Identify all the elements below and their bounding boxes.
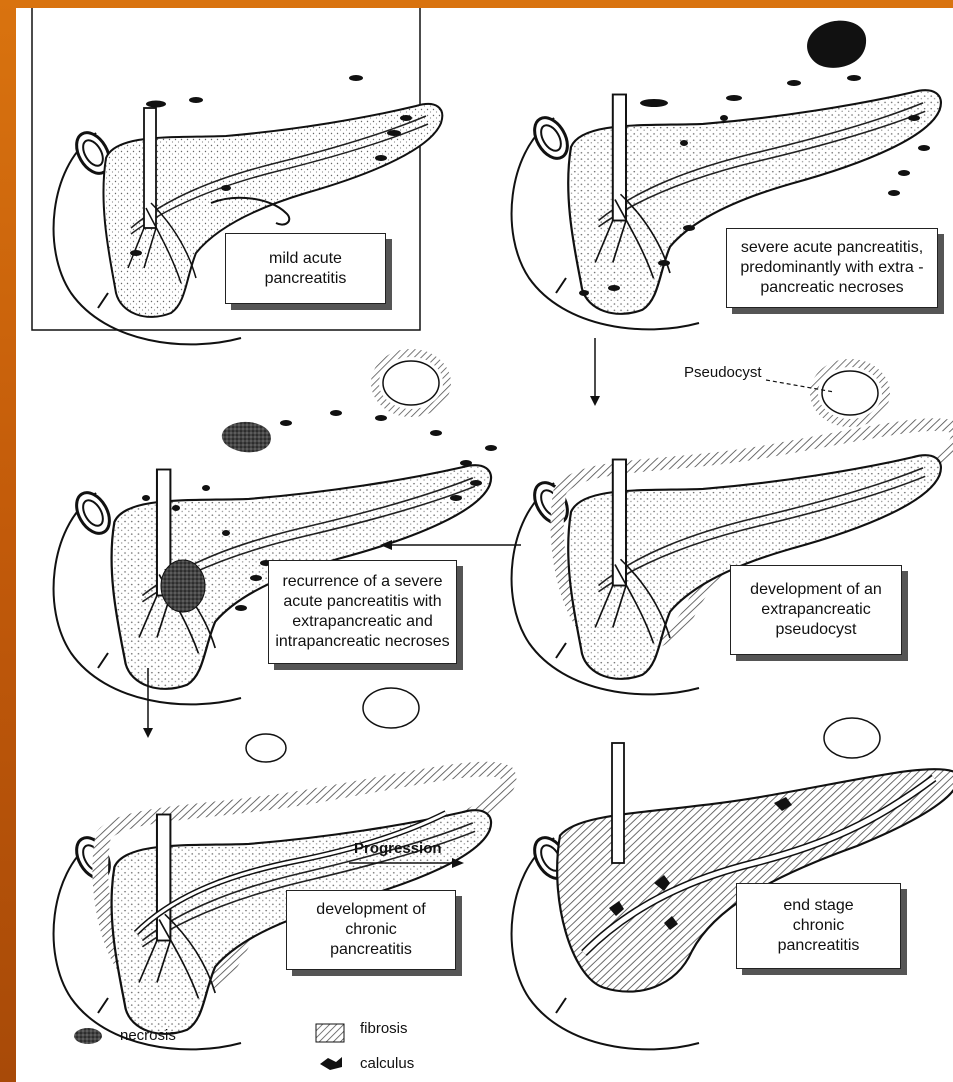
label-pseudocyst-dev-text: development of an extrapancreatic pseudo…	[750, 580, 882, 640]
label-mild-text: mild acute pancreatitis	[265, 249, 347, 289]
label-chronic-dev: development of chronic pancreatitis	[286, 890, 456, 970]
legend-calculus-label: calculus	[360, 1055, 414, 1072]
legend-necrosis-label: necrosis	[120, 1027, 176, 1044]
label-chronic-dev-text: development of chronic pancreatitis	[316, 900, 425, 960]
label-end-stage: end stage chronic pancreatitis	[736, 883, 901, 969]
label-pseudocyst-dev: development of an extrapancreatic pseudo…	[730, 565, 902, 655]
progression-annotation: Progression	[354, 840, 442, 857]
diagram-sheet: mild acute pancreatitis severe acute pan…	[16, 8, 953, 1082]
label-end-stage-text: end stage chronic pancreatitis	[778, 896, 860, 956]
label-severe-text: severe acute pancreatitis, predominantly…	[740, 238, 923, 298]
calculus-legend-icon	[320, 1057, 342, 1070]
legend-fibrosis-label: fibrosis	[360, 1020, 408, 1037]
fibrosis-legend-icon	[316, 1024, 344, 1042]
label-severe-acute: severe acute pancreatitis, predominantly…	[726, 228, 938, 308]
label-mild-acute: mild acute pancreatitis	[225, 233, 386, 304]
necrosis-legend-icon	[74, 1028, 102, 1044]
pseudocyst-annotation: Pseudocyst	[684, 364, 762, 381]
label-recurrence-text: recurrence of a severe acute pancreatiti…	[275, 572, 449, 652]
label-recurrence: recurrence of a severe acute pancreatiti…	[268, 560, 457, 664]
